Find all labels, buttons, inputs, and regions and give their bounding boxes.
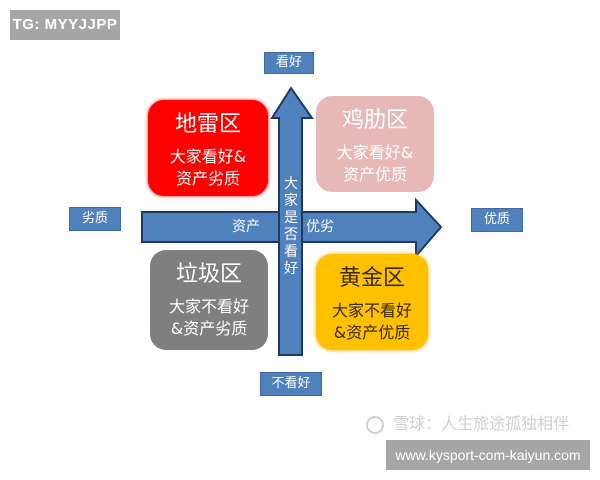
quadrant-desc-line2: &资产优质	[333, 323, 411, 342]
vertical-char: 家	[284, 193, 298, 209]
quadrant-desc-line1: 大家看好&	[169, 147, 247, 166]
quadrant-desc-line1: 大家看好&	[336, 143, 414, 162]
watermark: 雪球：人生旅途孤独相伴	[366, 410, 569, 434]
quadrant-title: 鸡肋区	[341, 108, 408, 133]
horizontal-arrow-left-text: 资产	[232, 219, 260, 235]
quadrant-junk: 垃圾区 大家不看好 &资产劣质	[150, 250, 268, 350]
tag-badge: TG: MYYJJPP	[10, 10, 120, 40]
axis-label-right: 优质	[471, 208, 523, 232]
axis-label-top: 看好	[264, 52, 314, 74]
quadrant-chicken-rib: 鸡肋区 大家看好& 资产优质	[316, 96, 434, 192]
vertical-char: 否	[284, 227, 298, 243]
vertical-arrow-text: 大 家 是 否 看 好	[282, 176, 300, 278]
xueqiu-logo-icon	[366, 415, 384, 434]
quadrant-gold: 黄金区 大家不看好 &资产优质	[316, 254, 428, 350]
quadrant-minefield: 地雷区 大家看好& 资产劣质	[148, 100, 268, 196]
axis-label-bottom: 不看好	[260, 372, 322, 396]
quadrant-desc-line1: 大家不看好	[331, 301, 412, 320]
axis-label-left: 劣质	[69, 207, 121, 231]
quadrant-desc-line1: 大家不看好	[168, 297, 249, 316]
quadrant-title: 地雷区	[174, 112, 241, 137]
horizontal-arrow-right-text: 优劣	[306, 219, 334, 235]
quadrant-desc-line2: &资产劣质	[170, 319, 248, 338]
quadrant-desc-line2: 资产优质	[342, 165, 407, 184]
vertical-char: 好	[284, 261, 298, 277]
watermark-text: 雪球：人生旅途孤独相伴	[393, 414, 570, 433]
quadrant-title: 垃圾区	[175, 262, 242, 287]
quadrant-title: 黄金区	[338, 266, 405, 291]
vertical-char: 是	[284, 210, 298, 226]
url-badge: www.kysport-com-kaiyun.com	[386, 440, 590, 470]
vertical-char: 大	[284, 176, 298, 192]
vertical-arrow-icon	[270, 86, 314, 356]
vertical-char: 看	[284, 244, 298, 260]
quadrant-desc-line2: 资产劣质	[175, 169, 240, 188]
